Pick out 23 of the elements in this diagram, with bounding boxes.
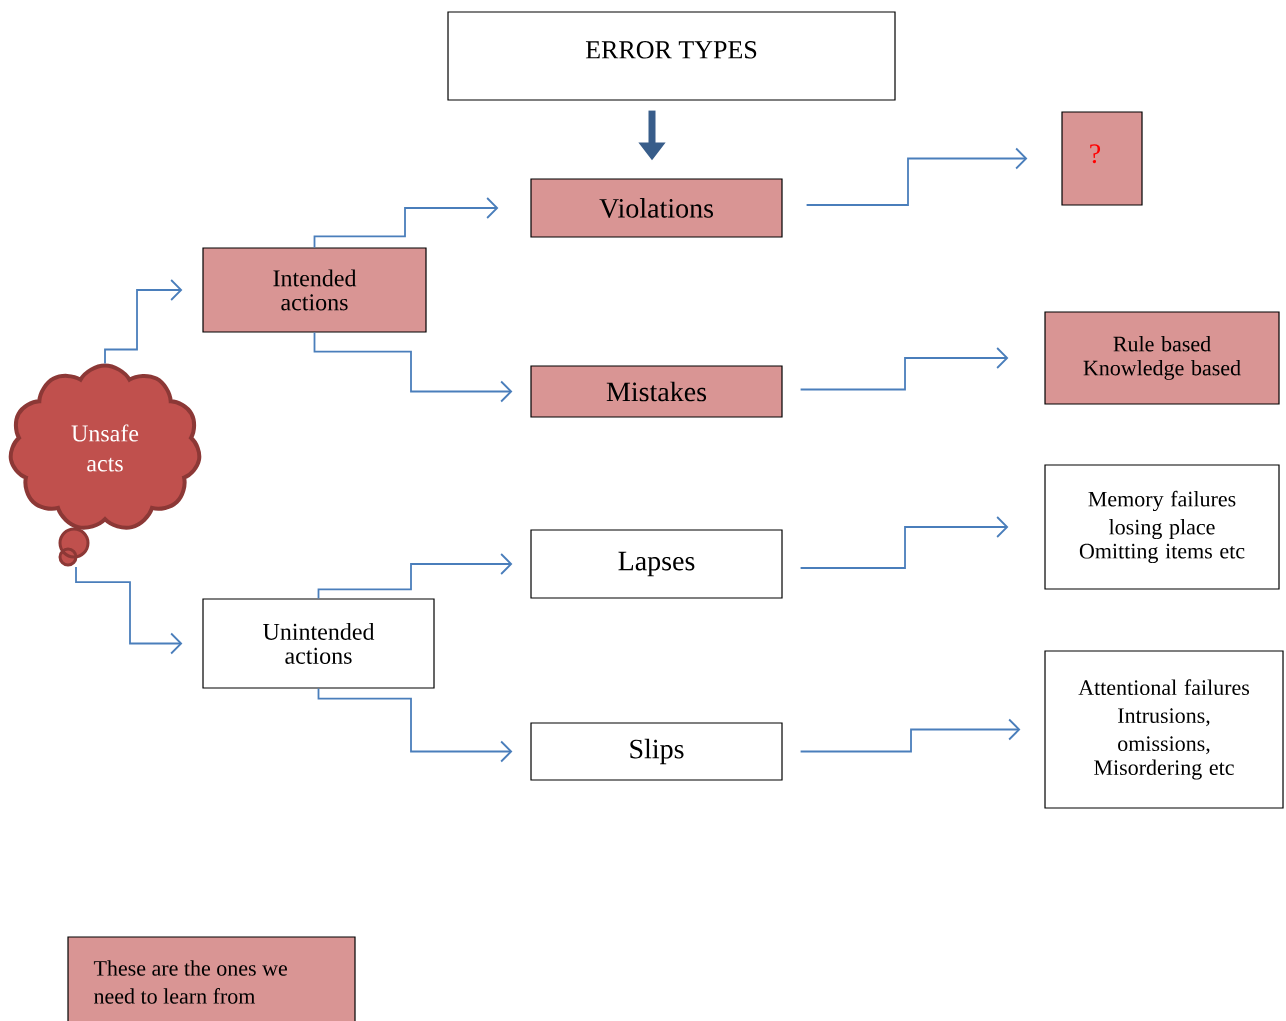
description-box: Memory failures losing place Omitting items etc [1044, 464, 1280, 590]
category-box: Violations [530, 178, 783, 238]
note-box: These are the ones we need to learn from [67, 936, 356, 1021]
category-box: Slips [530, 722, 783, 781]
arrow [317, 687, 513, 763]
category-box: Rule based Knowledge based [1044, 311, 1280, 405]
arrow [805, 147, 1028, 206]
arrow [799, 718, 1021, 753]
thought-cloud: Unsafe acts [8, 363, 202, 567]
arrow [313, 331, 513, 403]
description-box: Attentional failures Intrusions, omissions, Misordering etc [1044, 650, 1284, 809]
category-box: ? [1061, 111, 1143, 206]
category-box: Intended actions [202, 247, 427, 333]
arrow [317, 553, 513, 600]
arrow [104, 279, 183, 365]
title-box: ERROR TYPES [447, 11, 896, 101]
category-box: Unintended actions [202, 598, 435, 689]
arrow [313, 197, 499, 249]
category-box: Lapses [530, 529, 783, 599]
category-box: Mistakes [530, 365, 783, 418]
arrow [75, 566, 183, 655]
arrow [799, 347, 1009, 391]
arrow [799, 516, 1009, 569]
